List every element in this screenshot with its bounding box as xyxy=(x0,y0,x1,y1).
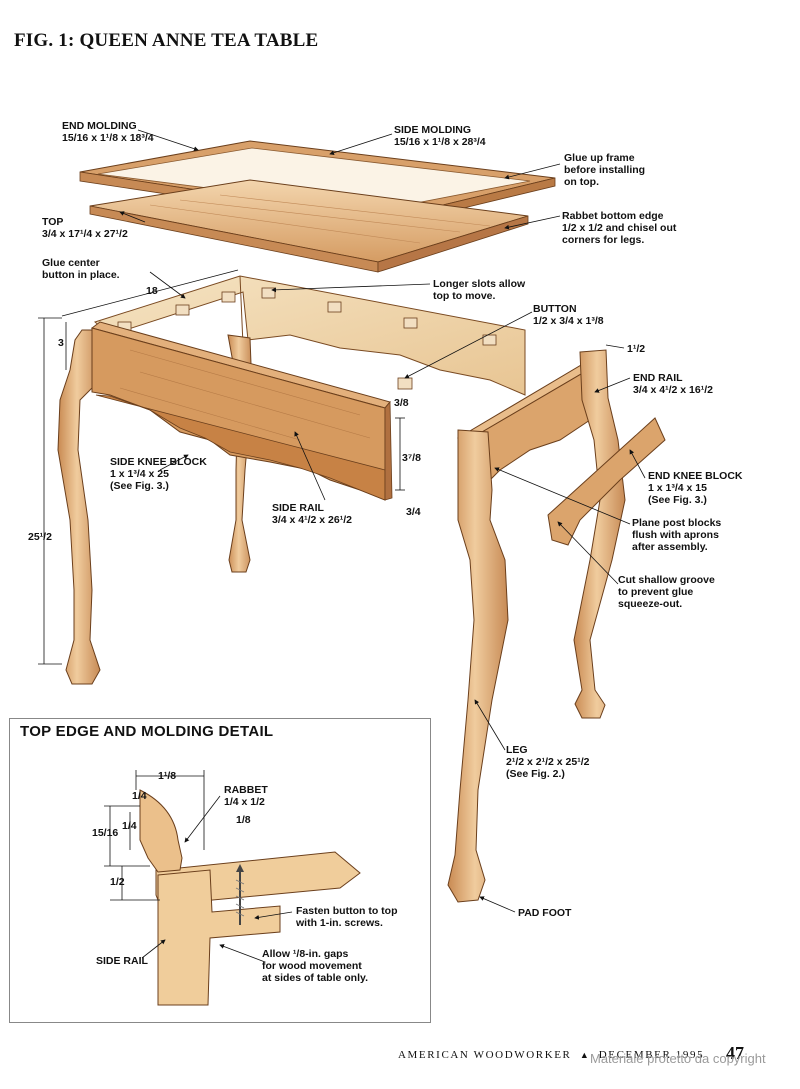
detail-dim-1-8: 1/8 xyxy=(236,814,251,826)
page-number: 47 xyxy=(726,1043,744,1063)
dim-1-1-2: 1¹/2 xyxy=(627,343,646,355)
glue-frame-line-3: on top. xyxy=(564,176,599,188)
label-button: BUTTON 1/2 x 3/4 x 1³/8 xyxy=(533,303,604,327)
label-side-knee-block: SIDE KNEE BLOCK 1 x 1³/4 x 25 (See Fig. … xyxy=(110,456,207,492)
end-molding-size: 15/16 x 1¹/8 x 18³/4 xyxy=(62,132,154,144)
label-cut-groove: Cut shallow groove to prevent glue squee… xyxy=(618,574,715,610)
footer-magazine: AMERICAN WOODWORKER xyxy=(398,1049,572,1061)
footer-date: DECEMBER 1995 xyxy=(598,1049,705,1061)
plane-post-line-1: Plane post blocks xyxy=(632,517,722,529)
label-side-molding: SIDE MOLDING 15/16 x 1¹/8 x 28³/4 xyxy=(394,124,486,148)
side-knee-block-size: 1 x 1³/4 x 25 xyxy=(110,468,169,480)
rabbet-bottom-line-2: 1/2 x 1/2 and chisel out xyxy=(562,222,677,234)
dim-3: 3 xyxy=(58,337,64,349)
detail-dimension-lines xyxy=(104,770,293,963)
side-rail-size: 3/4 x 4¹/2 x 26¹/2 xyxy=(272,514,352,526)
detail-dim-1-2: 1/2 xyxy=(110,876,125,888)
detail-inset-frame xyxy=(9,718,431,1023)
plane-post-line-2: flush with aprons xyxy=(632,529,719,541)
dim-3-7-8: 3⁷/8 xyxy=(402,452,421,464)
leader-lines xyxy=(119,129,646,913)
end-knee-block-piece xyxy=(547,417,666,546)
end-molding-name: END MOLDING xyxy=(62,120,137,132)
label-end-knee-block: END KNEE BLOCK 1 x 1³/4 x 15 (See Fig. 3… xyxy=(648,470,743,506)
label-side-rail: SIDE RAIL 3/4 x 4¹/2 x 26¹/2 xyxy=(272,502,352,526)
table-top-panel xyxy=(89,179,529,273)
cut-groove-line-1: Cut shallow groove xyxy=(618,574,715,586)
copyright-watermark: Materiale protetto da copyright xyxy=(590,1051,766,1066)
leg-note: (See Fig. 2.) xyxy=(506,768,565,780)
dim-25-1-2: 25¹/2 xyxy=(28,531,52,543)
end-knee-block-size: 1 x 1³/4 x 15 xyxy=(648,482,707,494)
dim-3-4: 3/4 xyxy=(406,506,421,518)
detail-dim-1-4-b: 1/4 xyxy=(122,820,137,832)
detail-fasten-line-2: with 1-in. screws. xyxy=(296,917,383,929)
detail-dim-1-4-a: 1/4 xyxy=(132,790,147,802)
longer-slots-line-1: Longer slots allow xyxy=(433,278,526,290)
dim-18: 18 xyxy=(146,285,158,297)
detail-dim-15-16: 15/16 xyxy=(92,827,119,839)
tabletop-buttons xyxy=(117,287,497,390)
label-end-molding: END MOLDING 15/16 x 1¹/8 x 18³/4 xyxy=(62,120,154,144)
label-plane-post: Plane post blocks flush with aprons afte… xyxy=(632,517,721,553)
side-rail-piece xyxy=(90,321,393,501)
end-rail-name: END RAIL xyxy=(633,372,683,384)
label-rabbet-bottom: Rabbet bottom edge 1/2 x 1/2 and chisel … xyxy=(562,210,676,246)
detail-fasten-line-1: Fasten button to top xyxy=(296,905,398,917)
label-glue-frame: Glue up frame before installing on top. xyxy=(564,152,645,188)
end-knee-block-note: (See Fig. 3.) xyxy=(648,494,707,506)
label-glue-center: Glue center button in place. xyxy=(42,257,120,281)
glue-center-line-1: Glue center xyxy=(42,257,100,269)
top-name: TOP xyxy=(42,216,64,228)
end-rail-size: 3/4 x 4¹/2 x 16¹/2 xyxy=(633,384,713,396)
glue-center-line-2: button in place. xyxy=(42,269,120,281)
detail-label-allow-gaps: Allow ¹/8-in. gaps for wood movement at … xyxy=(262,948,368,984)
label-leg: LEG 2¹/2 x 2¹/2 x 25¹/2 (See Fig. 2.) xyxy=(506,744,589,780)
page-footer: AMERICAN WOODWORKER ▲ DECEMBER 1995 xyxy=(398,1049,704,1061)
button-size: 1/2 x 3/4 x 1³/8 xyxy=(533,315,604,327)
figure-title: FIG. 1: QUEEN ANNE TEA TABLE xyxy=(14,30,319,51)
rabbet-bottom-line-1: Rabbet bottom edge xyxy=(562,210,664,222)
side-molding-size: 15/16 x 1¹/8 x 28³/4 xyxy=(394,136,486,148)
detail-allow-line-3: at sides of table only. xyxy=(262,972,368,984)
label-pad-foot: PAD FOOT xyxy=(518,907,572,919)
detail-label-fasten: Fasten button to top with 1-in. screws. xyxy=(296,905,397,929)
side-knee-block-note: (See Fig. 3.) xyxy=(110,480,169,492)
detail-label-rabbet: RABBET 1/4 x 1/2 xyxy=(224,784,268,808)
detail-dim-1-1-8: 1¹/8 xyxy=(158,770,177,782)
label-end-rail: END RAIL 3/4 x 4¹/2 x 16¹/2 xyxy=(633,372,713,396)
button-name: BUTTON xyxy=(533,303,577,315)
dim-3-8: 3/8 xyxy=(394,397,409,409)
detail-allow-line-1: Allow ¹/8-in. gaps xyxy=(262,948,349,960)
detail-rabbet-size: 1/4 x 1/2 xyxy=(224,796,265,808)
detail-allow-line-2: for wood movement xyxy=(262,960,362,972)
detail-title: TOP EDGE AND MOLDING DETAIL xyxy=(20,723,274,740)
detail-label-side-rail: SIDE RAIL xyxy=(96,955,148,967)
side-knee-block-name: SIDE KNEE BLOCK xyxy=(110,456,207,468)
side-molding-name: SIDE MOLDING xyxy=(394,124,472,136)
triangle-icon: ▲ xyxy=(579,1050,591,1060)
label-top: TOP 3/4 x 17¹/4 x 27¹/2 xyxy=(42,216,128,240)
front-left-leg xyxy=(57,329,101,685)
side-rail-name: SIDE RAIL xyxy=(272,502,324,514)
dimension-lines xyxy=(38,269,625,665)
end-knee-block-name: END KNEE BLOCK xyxy=(648,470,743,482)
leg-size: 2¹/2 x 2¹/2 x 25¹/2 xyxy=(506,756,590,768)
label-longer-slots: Longer slots allow top to move. xyxy=(433,278,525,302)
longer-slots-line-2: top to move. xyxy=(433,290,496,302)
rabbet-bottom-line-3: corners for legs. xyxy=(562,234,645,246)
molding-detail-section xyxy=(139,789,361,1006)
glue-frame-line-1: Glue up frame xyxy=(564,152,635,164)
top-size: 3/4 x 17¹/4 x 27¹/2 xyxy=(42,228,128,240)
plane-post-line-3: after assembly. xyxy=(632,541,708,553)
cut-groove-line-3: squeeze-out. xyxy=(618,598,683,610)
cut-groove-line-2: to prevent glue xyxy=(618,586,694,598)
leg-name: LEG xyxy=(506,744,528,756)
detail-rabbet-name: RABBET xyxy=(224,784,268,796)
glue-frame-line-2: before installing xyxy=(564,164,646,176)
front-right-leg xyxy=(447,429,509,903)
